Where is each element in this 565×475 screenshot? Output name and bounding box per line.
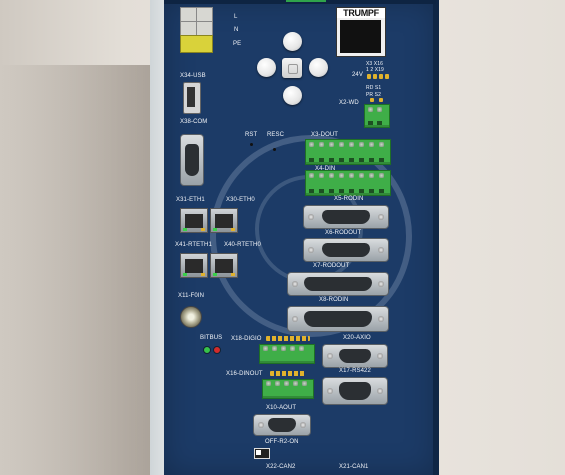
rteth1-port[interactable] [180, 253, 208, 278]
logo-block [340, 20, 381, 53]
x4-din-terminal[interactable] [305, 170, 391, 196]
panel-top-strip [164, 0, 436, 4]
r2-dip-switch[interactable] [254, 448, 270, 459]
label-x16-dinout: X16-DINOUT [226, 371, 263, 377]
usb-port[interactable] [183, 82, 201, 114]
label-x17-rs422: X17-RS422 [339, 368, 371, 374]
label-pr-s2: PR S2 [366, 92, 381, 98]
label-n: N [234, 27, 239, 33]
label-x8-rodin: X8-RODIN [319, 297, 349, 303]
dinout-leds [270, 371, 306, 376]
x5-rodin-port[interactable] [303, 205, 389, 229]
label-x22-can2: X22-CAN2 [266, 464, 296, 470]
logo-text: TRUMPF [337, 8, 385, 18]
label-x18-digio: X18-DIGIO [231, 336, 262, 342]
label-x4-din: X4-DIN [315, 166, 336, 172]
label-x3x16-sub: 1 2 X19 [366, 67, 384, 73]
watermark-ring [210, 135, 412, 337]
x8-rodin-port[interactable] [287, 306, 389, 332]
power-terminal[interactable] [180, 7, 232, 53]
digio-leds [266, 336, 310, 341]
led-x19 [385, 74, 389, 79]
label-x41-rteth1: X41-RTETH1 [175, 242, 212, 248]
bitbus-led-red [213, 346, 221, 354]
x3-dout-terminal[interactable] [305, 139, 391, 165]
label-x40-rteth0: X40-RTETH0 [224, 242, 261, 248]
led-x3 [367, 74, 371, 79]
label-x31-eth1: X31-ETH1 [176, 197, 205, 203]
center-button[interactable] [282, 58, 302, 78]
label-x3-dout: X3-DOUT [311, 132, 339, 138]
label-x34-usb: X34-USB [180, 73, 206, 79]
panel-right-edge [433, 0, 439, 475]
label-x30-eth0: X30-ETH0 [226, 197, 255, 203]
x17-rs422-port[interactable] [322, 377, 388, 405]
label-pe: PE [233, 41, 242, 47]
eth1-port[interactable] [180, 208, 208, 233]
label-x6-rodout: X6-RODOUT [325, 230, 362, 236]
rteth0-port[interactable] [210, 253, 238, 278]
f0in-bnc-connector[interactable] [180, 306, 202, 328]
label-x10-aout: X10-AOUT [266, 405, 297, 411]
resc-hole[interactable] [273, 148, 276, 151]
label-rd-s1: RD S1 [366, 85, 382, 91]
label-x20-axio: X20-AXIO [343, 335, 371, 341]
label-x11-f0in: X11-F0IN [178, 293, 205, 299]
label-x7-rodout: X7-RODOUT [313, 263, 350, 269]
label-l: L [234, 14, 238, 20]
arrow-down-button[interactable] [283, 86, 302, 105]
arrow-left-button[interactable] [257, 58, 276, 77]
label-resc: RESC [267, 132, 285, 138]
led-rd [370, 98, 374, 102]
label-24v: 24V [352, 72, 363, 78]
x6-rodout-port[interactable] [303, 238, 389, 262]
label-rst: RST [245, 132, 258, 138]
label-x38-com: X38-COM [180, 119, 208, 125]
trumpf-logo: TRUMPF [336, 7, 386, 57]
x10-aout-port[interactable] [253, 414, 311, 436]
led-s1 [379, 98, 383, 102]
cast-shadow [0, 65, 175, 475]
com-port[interactable] [180, 134, 204, 186]
arrow-up-button[interactable] [283, 32, 302, 51]
x7-rodout-port[interactable] [287, 272, 389, 296]
arrow-right-button[interactable] [309, 58, 328, 77]
bitbus-led-green [203, 346, 211, 354]
label-x5-rodin: X5-RODIN [334, 196, 364, 202]
eth0-port[interactable] [210, 208, 238, 233]
label-bitbus: BITBUS [200, 335, 223, 341]
rst-hole[interactable] [250, 143, 253, 146]
led-x16-2 [379, 74, 383, 79]
x16-dinout-terminal[interactable] [262, 379, 314, 399]
label-x2-wd: X2-WD [339, 100, 359, 106]
led-x16-1 [373, 74, 377, 79]
label-off-r2-on: OFF-R2-ON [265, 439, 299, 445]
x2-wd-terminal[interactable] [364, 104, 390, 128]
top-green-connector [286, 0, 326, 2]
label-x21-can1: X21-CAN1 [339, 464, 369, 470]
x20-axio-port[interactable] [322, 344, 388, 368]
x18-digio-terminal[interactable] [259, 344, 315, 364]
label-x3x16: X3 X16 [366, 61, 384, 67]
